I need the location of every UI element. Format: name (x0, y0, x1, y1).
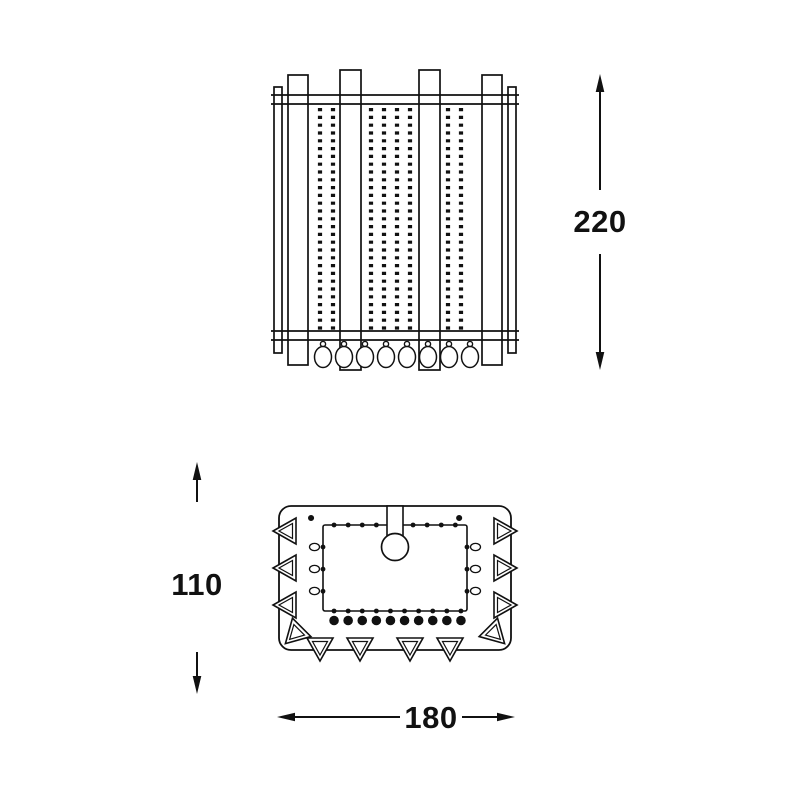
side-oval (469, 542, 482, 552)
arrow-up-icon (595, 74, 605, 92)
bottom-bead-fringe (313, 340, 480, 369)
mount-stem (386, 505, 404, 537)
oval-pendant (313, 340, 333, 369)
width-dimension-label: 180 (404, 700, 457, 735)
arrow-down-icon (595, 352, 605, 370)
oval-pendant (460, 340, 480, 369)
side-oval-crystals (308, 542, 482, 596)
socket-circle (380, 532, 410, 562)
crystal-strands (317, 108, 464, 330)
side-oval (308, 542, 321, 552)
dimension-width: 180 (277, 700, 515, 735)
vertical-bar (481, 74, 503, 366)
horizontal-rails (271, 94, 519, 341)
arrow-right-icon (497, 712, 515, 722)
arrow-down-icon (192, 676, 202, 694)
oval-pendant (439, 340, 459, 369)
vertical-bar (507, 86, 517, 354)
side-oval (469, 564, 482, 574)
oval-pendant (376, 340, 396, 369)
side-oval (308, 564, 321, 574)
side-oval (469, 586, 482, 596)
arrow-up-icon (192, 462, 202, 480)
vertical-bars (273, 69, 517, 371)
front-view (271, 69, 519, 371)
vertical-bar (418, 69, 441, 371)
oval-pendant (397, 340, 417, 369)
depth-dimension-label: 110 (171, 567, 223, 602)
vertical-bar (273, 86, 283, 354)
arrow-left-icon (277, 712, 295, 722)
top-view (272, 505, 518, 662)
dimension-height: 220 (573, 74, 626, 370)
side-oval (308, 586, 321, 596)
dimension-depth: 110 (171, 462, 223, 694)
vertical-bar (287, 74, 309, 366)
vertical-bar (339, 69, 362, 371)
height-dimension-label: 220 (573, 204, 626, 239)
